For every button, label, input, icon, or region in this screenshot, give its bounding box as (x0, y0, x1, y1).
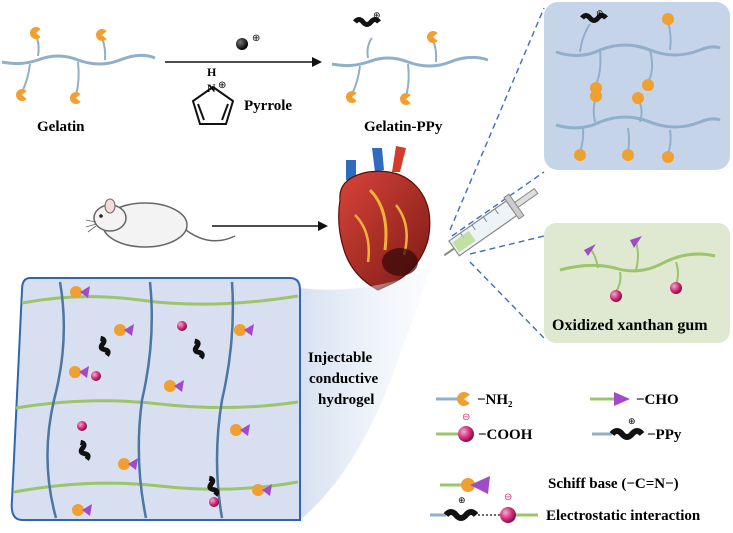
gelatin-ppy-molecule: ⊕ (331, 11, 489, 105)
cation-charge: ⊕ (252, 33, 260, 44)
hydrogel-network-panel (10, 277, 301, 521)
schiff-base-icon (118, 458, 138, 470)
svg-text:⊖: ⊖ (504, 492, 512, 503)
electrostatic-pair-icon (77, 421, 91, 461)
hydrogel-label-line3: hydrogel (318, 392, 374, 408)
schiff-base-icon (252, 484, 272, 496)
legend: −NH₂ −CHO ⊖ −COOH ⊕ −PPy Schiff base (−C… (430, 392, 701, 524)
carboxyl-group-icon (610, 290, 622, 302)
syringe-icon (443, 187, 539, 257)
svg-text:⊕: ⊕ (596, 9, 604, 19)
schiff-base-icon (164, 380, 184, 392)
amine-group-icon (16, 89, 28, 101)
amine-group-icon (70, 92, 82, 104)
amine-group-icon (400, 93, 412, 105)
amine-group-icon (346, 91, 358, 103)
schiff-base-icon (69, 366, 89, 378)
gelatin-molecule (1, 27, 156, 104)
electrostatic-pair-icon (91, 335, 111, 381)
electrostatic-pair-icon (177, 321, 205, 360)
pyrrole-n-label: N (207, 81, 216, 95)
legend-carboxyl-icon: ⊖ (436, 412, 474, 442)
gelatin-ppy-label: Gelatin-PPy (364, 119, 443, 135)
legend-schiff-icon (440, 476, 490, 494)
legend-ppy-label: −PPy (647, 427, 682, 443)
legend-electrostatic-label: Electrostatic interaction (546, 508, 701, 524)
xanthan-gum-label: Oxidized xanthan gum (552, 317, 708, 334)
legend-nh2-label: −NH₂ (477, 392, 513, 408)
schiff-base-icon (230, 424, 250, 436)
mouse-icon (85, 198, 236, 248)
legend-aldehyde-icon (590, 392, 630, 406)
heart-icon (338, 146, 431, 291)
zoom-lines (449, 7, 545, 339)
carboxyl-group-icon (670, 282, 682, 294)
svg-text:⊖: ⊖ (462, 412, 470, 423)
pyrrole-h-label: H (207, 65, 217, 79)
hydrogel-label-line1: Injectable (308, 350, 372, 366)
mouse-to-heart-arrow (212, 221, 328, 231)
aldehyde-group-icon (584, 244, 596, 256)
pyrrole-ring-icon (191, 85, 235, 125)
schiff-base-icon (72, 504, 92, 516)
schiff-base-icon (234, 324, 254, 336)
legend-ppy-icon: ⊕ (592, 417, 645, 440)
gelatin-network-panel: ⊕ (544, 2, 730, 170)
amine-group-icon (96, 29, 108, 41)
gelatin-label: Gelatin (37, 119, 85, 135)
electrostatic-pair-icon (207, 475, 220, 507)
legend-amine-icon (436, 392, 471, 406)
legend-cho-label: −CHO (636, 392, 679, 408)
amine-group-icon (427, 31, 439, 43)
amine-group-icon (30, 27, 42, 39)
aldehyde-group-icon (630, 236, 642, 248)
xanthan-gum-panel (544, 223, 730, 343)
pyrrole-charge: ⊕ (218, 80, 226, 91)
legend-electrostatic-icon: ⊕ ⊖ (430, 492, 538, 523)
legend-schiff-label: Schiff base (−C=N−) (548, 476, 679, 492)
pyrrole-label: Pyrrole (244, 98, 292, 114)
zoom-cone (280, 268, 430, 520)
cation-ball-icon (236, 38, 248, 50)
legend-cooh-label: −COOH (478, 427, 533, 443)
schiff-base-icon (70, 286, 90, 298)
hydrogel-label-line2: conductive (309, 371, 379, 387)
schiff-base-icon (114, 324, 134, 336)
svg-text:⊕: ⊕ (628, 417, 636, 427)
reaction-arrow (165, 57, 322, 67)
svg-text:⊕: ⊕ (458, 496, 466, 506)
svg-text:⊕: ⊕ (373, 11, 381, 21)
